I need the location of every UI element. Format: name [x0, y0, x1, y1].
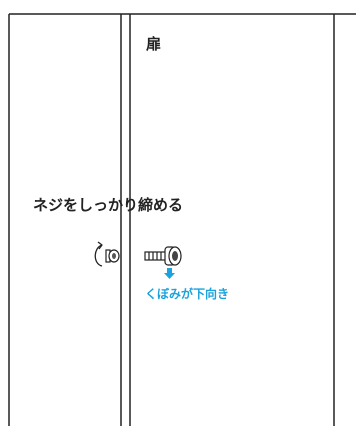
- instruction-label: ネジをしっかり締める: [33, 196, 184, 214]
- dowel-nut-icon: [144, 246, 182, 266]
- orientation-hint-label: くぼみが下向き: [145, 287, 230, 301]
- door-frame: [8, 13, 356, 426]
- screw-head-icon: [105, 249, 120, 263]
- down-arrow-icon: [164, 268, 175, 279]
- rotation-arrow-icon: [94, 241, 103, 267]
- door-label: 扉: [146, 35, 162, 53]
